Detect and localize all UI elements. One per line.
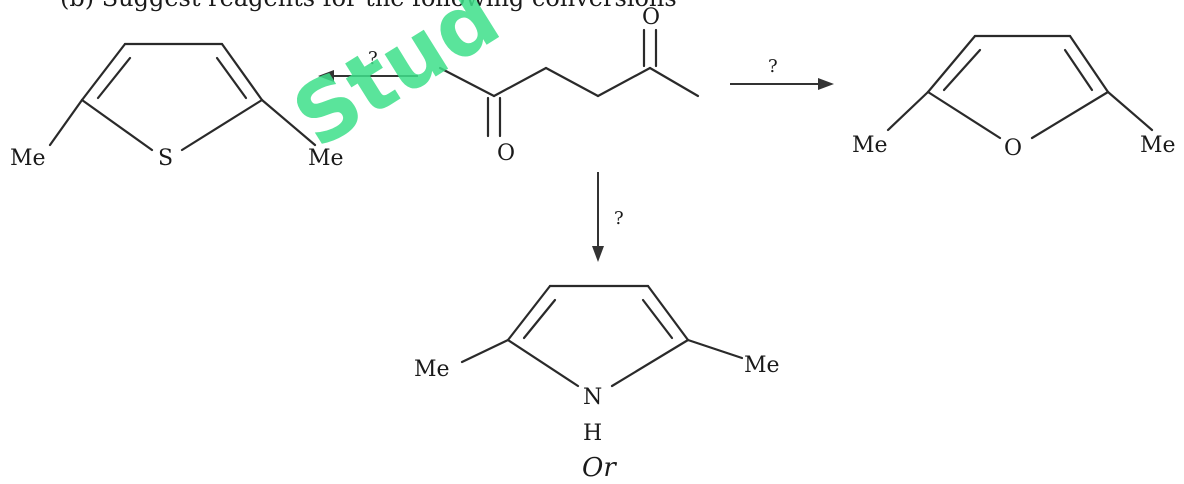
pyrrole-bond-c2-n [506,338,580,388]
furan-bond-c3-c2 [926,34,977,94]
dione-bond-c2-c3 [492,66,548,98]
pyrrole-hydrogen: H [583,421,602,446]
arrow-down-head [592,246,604,262]
furan-double-bond-inner-right [1063,48,1094,92]
furan-structure: Me O Me [852,34,1176,161]
arrow-left-head [318,70,334,82]
thiophene-bond-c5-me [260,98,317,147]
or-text: Or [582,453,617,483]
furan-bond-c2-me [886,90,930,132]
furan-bond-c2-o [926,90,1002,140]
dione-oxygen-bottom: O [497,141,515,166]
pyrrole-bond-c2-me [460,338,510,364]
arrow-right-head [818,78,834,90]
dione-bond-c3-c4 [544,66,600,98]
pyrrole-bond-c3-c2 [506,284,552,342]
pyrrole-bond-c5-n [610,338,690,388]
furan-bond-c4-c5 [1068,34,1110,94]
thiophene-bond-c2-s [80,98,154,152]
arrow-right-label: ? [768,56,778,77]
dione-oxygen-top: O [642,5,660,30]
pyrrole-bond-c5-me [686,338,744,360]
arrow-to-thiophene: ? [318,48,418,82]
thiophene-double-bond-inner-left [96,56,132,100]
watermark-text: Stud [277,0,516,167]
furan-bond-c5-o [1030,90,1110,140]
thiophene-sulfur: S [158,146,173,171]
thiophene-double-bond-inner-right [215,56,248,100]
pyrrole-me-right: Me [744,353,780,378]
hexanedione-structure: O O [438,5,700,166]
arrow-left-label: ? [368,48,378,69]
pyrrole-bond-c4-c5 [646,284,690,342]
thiophene-structure: Me S Me [10,42,344,171]
dione-bond-c1-c2 [438,66,496,98]
furan-double-bond-inner-left [942,48,982,92]
furan-me-left: Me [852,133,888,158]
dione-bond-c4-c5 [596,66,652,98]
pyrrole-nitrogen: N [583,385,602,410]
pyrrole-double-bond-inner-left [522,298,557,340]
furan-me-right: Me [1140,133,1176,158]
furan-bond-c5-me [1106,90,1154,132]
furan-oxygen: O [1004,136,1022,161]
pyrrole-me-left: Me [414,357,450,382]
thiophene-bond-c2-me [48,98,84,147]
arrow-to-furan: ? [730,56,834,90]
thiophene-bond-c5-s [180,98,264,152]
thiophene-bond-c3-c2 [80,42,127,102]
pyrrole-structure: Me Me N H [414,284,780,446]
header-text: (b) Suggest reagents for the following c… [60,0,677,12]
thiophene-me-left: Me [10,146,46,171]
arrow-to-pyrrole: ? [592,172,624,262]
thiophene-bond-c4-c5 [220,42,264,102]
dione-bond-c5-c6 [648,66,700,98]
thiophene-me-right: Me [308,146,344,171]
arrow-down-label: ? [614,208,624,229]
pyrrole-double-bond-inner-right [641,298,674,340]
